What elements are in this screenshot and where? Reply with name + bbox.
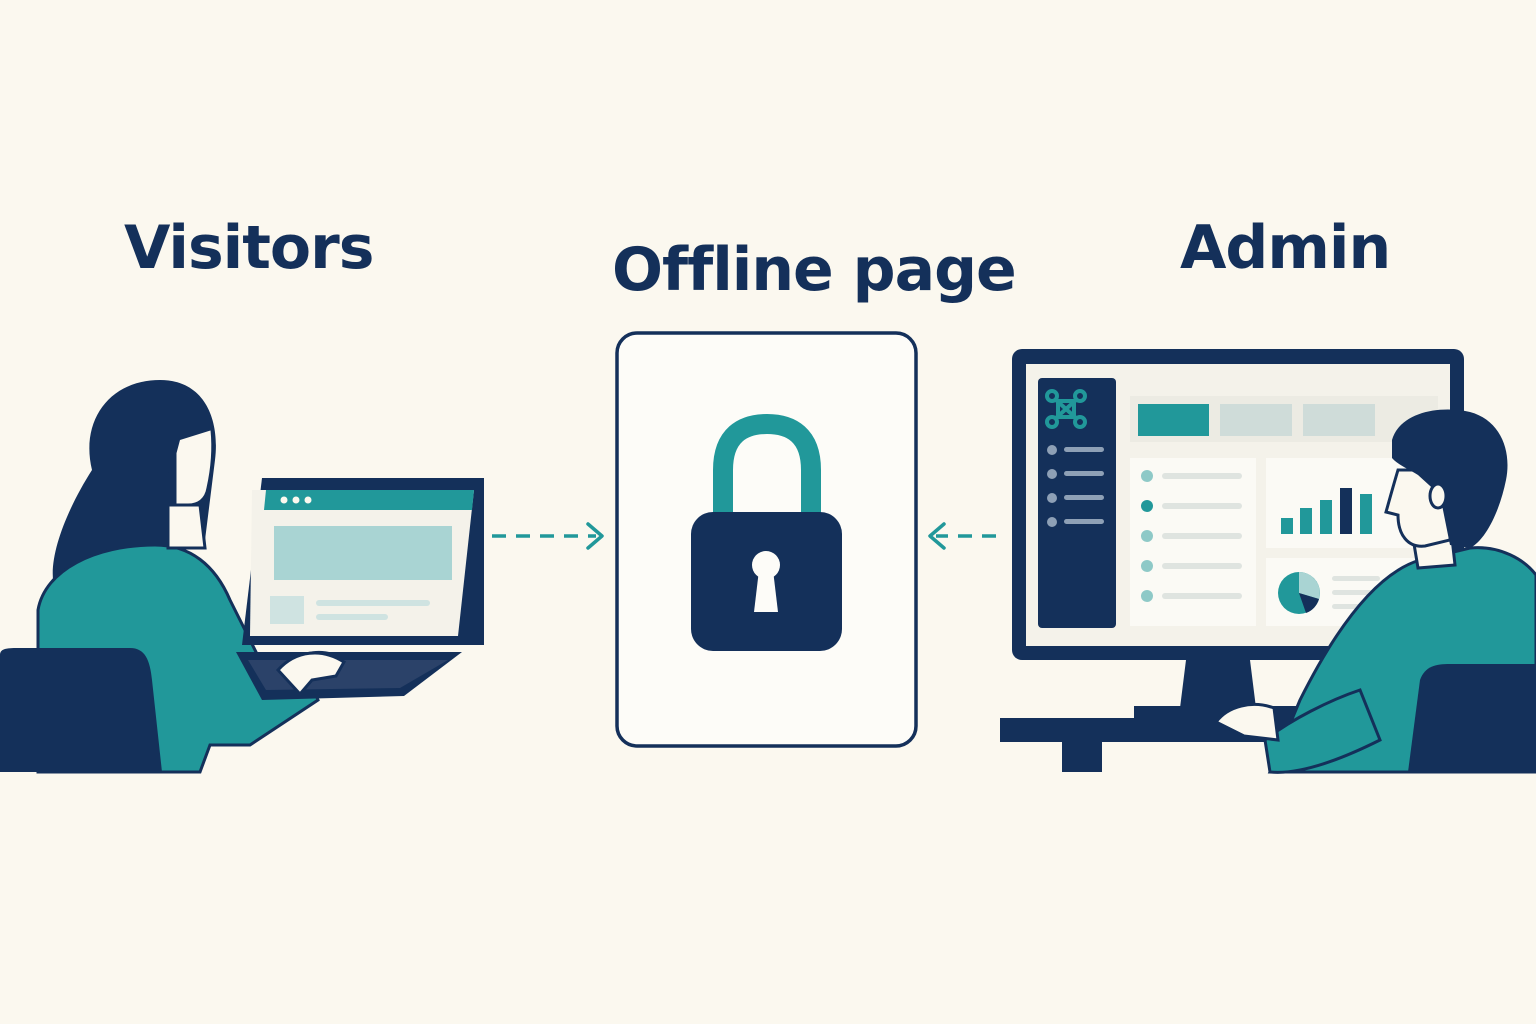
offline-page-label: Offline page xyxy=(612,235,1017,305)
laptop xyxy=(236,478,484,700)
padlock-icon xyxy=(691,413,842,651)
cms-logo-icon xyxy=(1045,389,1087,429)
dashed-arrow-right xyxy=(492,522,604,550)
visitor-hand xyxy=(275,651,347,697)
dashed-arrow-left xyxy=(928,522,996,550)
visitors-label: Visitors xyxy=(124,213,374,283)
visitor-chair xyxy=(0,648,162,772)
admin-label: Admin xyxy=(1180,213,1391,283)
admin-chair xyxy=(1408,664,1536,772)
